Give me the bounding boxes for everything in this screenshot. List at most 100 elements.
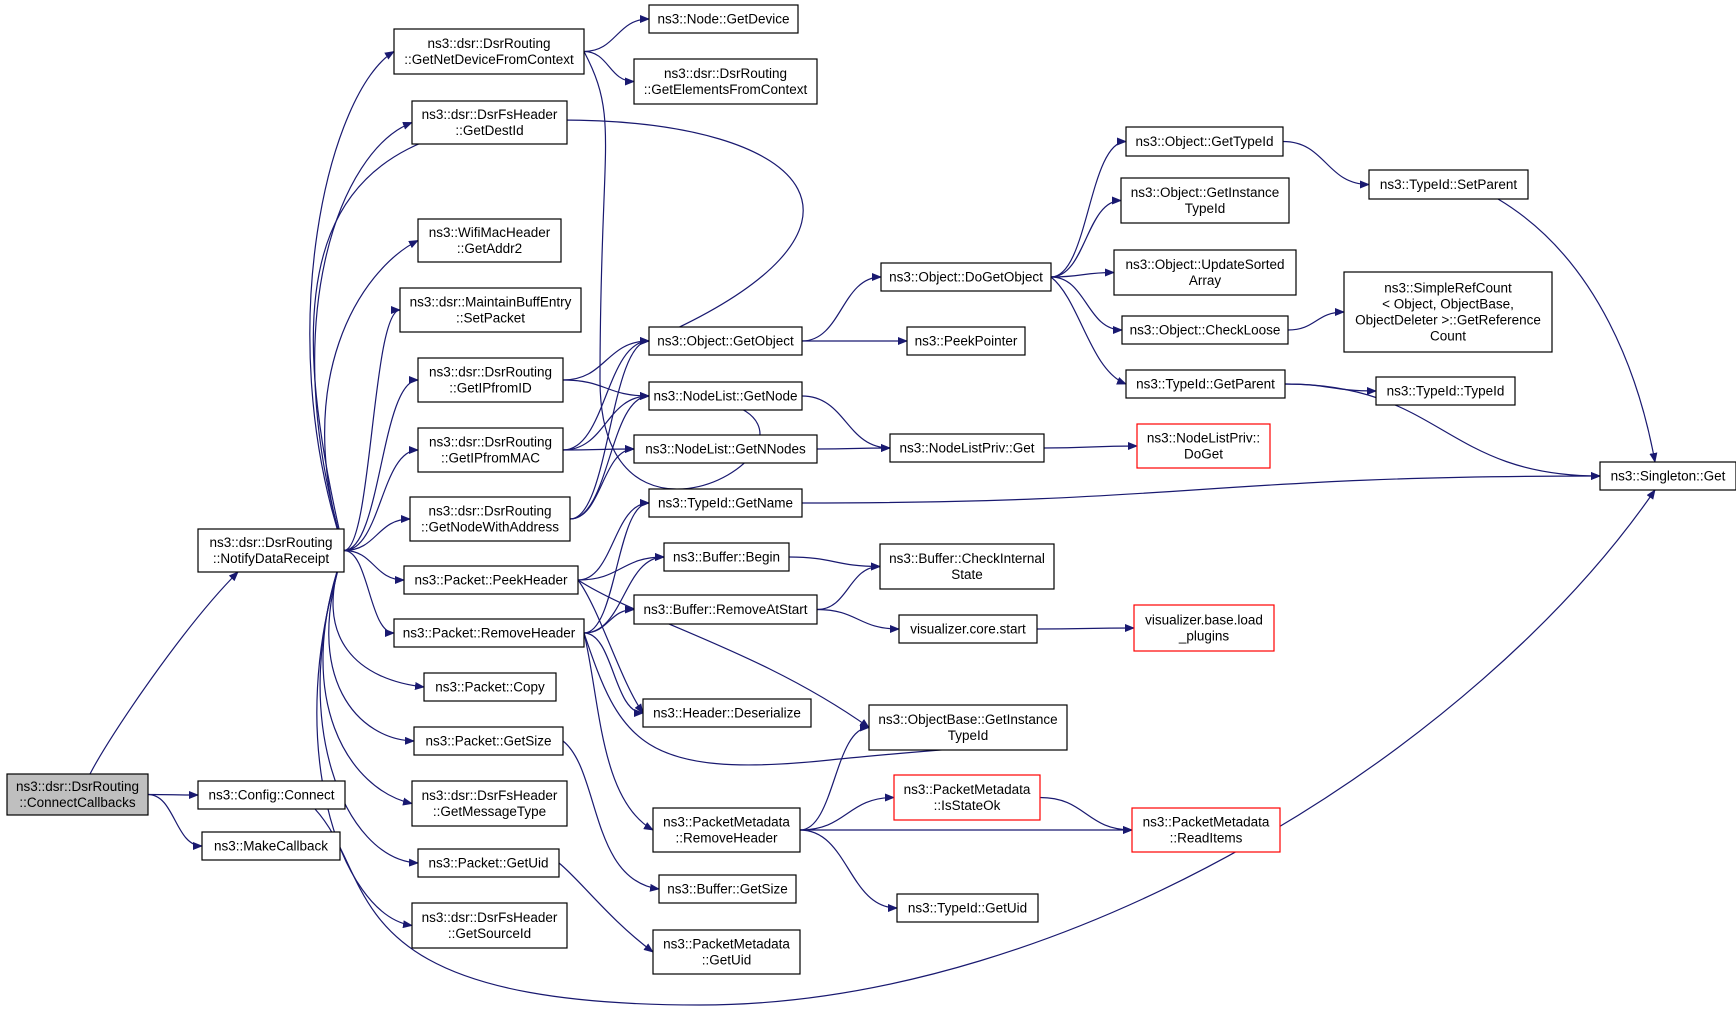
node-label: ns3::Buffer::GetSize — [667, 882, 788, 897]
node-packet-getsize[interactable]: ns3::Packet::GetSize — [413, 726, 564, 756]
node-fs-getmessagetype[interactable]: ns3::dsr::DsrFsHeader::GetMessageType — [411, 780, 568, 827]
node-label: ns3::TypeId::TypeId — [1387, 384, 1505, 399]
node-box — [1121, 315, 1289, 345]
node-label: ::ReadItems — [1170, 831, 1243, 846]
node-label: ns3::NodeList::GetNNodes — [645, 442, 806, 457]
node-typeid-getname[interactable]: ns3::TypeId::GetName — [648, 488, 803, 518]
node-label: ns3::Node::GetDevice — [657, 12, 789, 27]
edge-notifydatareceipt-to-getnetdevicefromcontext — [309, 50, 395, 551]
node-peekpointer[interactable]: ns3::PeekPointer — [906, 326, 1026, 356]
edge-getnetdevicefromcontext-to-getelementsfromcontext — [583, 50, 635, 86]
node-pm-getuid[interactable]: ns3::PacketMetadata::GetUid — [652, 929, 801, 975]
node-label: ns3::TypeId::SetParent — [1380, 177, 1518, 192]
node-typeid-getuid[interactable]: ns3::TypeId::GetUid — [896, 893, 1039, 923]
edge-connectcallbacks-to-config_connect — [147, 790, 199, 799]
edge-getipfromid-to-object_getobject — [562, 337, 650, 381]
node-maintain-setpacket[interactable]: ns3::dsr::MaintainBuffEntry::SetPacket — [399, 287, 582, 333]
node-object-dogetobject[interactable]: ns3::Object::DoGetObject — [880, 262, 1052, 292]
node-pm-readitems[interactable]: ns3::PacketMetadata::ReadItems — [1131, 807, 1281, 853]
node-makecallback[interactable]: ns3::MakeCallback — [201, 831, 341, 861]
node-singleton-get[interactable]: ns3::Singleton::Get — [1599, 461, 1736, 491]
edge-packet_getsize-to-buffer_getsize — [562, 740, 660, 892]
node-label: ns3::PeekPointer — [915, 334, 1018, 349]
node-buffer-removeatstart[interactable]: ns3::Buffer::RemoveAtStart — [633, 594, 818, 625]
node-nodelist-getnode[interactable]: ns3::NodeList::GetNode — [648, 381, 803, 411]
node-fs-getdestid[interactable]: ns3::dsr::DsrFsHeader::GetDestId — [411, 100, 568, 145]
node-label: < Object, ObjectBase, — [1382, 297, 1514, 312]
node-box — [889, 433, 1045, 463]
node-box — [906, 326, 1026, 356]
node-getnetdevicefromcontext[interactable]: ns3::dsr::DsrRouting::GetNetDeviceFromCo… — [393, 28, 585, 75]
node-buffer-getsize[interactable]: ns3::Buffer::GetSize — [658, 874, 797, 904]
node-simplerefcount-getreferencecount[interactable]: ns3::SimpleRefCount< Object, ObjectBase,… — [1343, 271, 1553, 353]
node-box — [1125, 369, 1286, 399]
node-label: Array — [1189, 273, 1222, 288]
node-box — [411, 902, 568, 949]
node-box — [648, 488, 803, 518]
node-visualizer-base-loadplugins[interactable]: visualizer.base.load_plugins — [1133, 604, 1275, 652]
edge-buffer_removeatstart-to-buffer_checkinternalstate — [816, 562, 881, 611]
node-label: ::GetNetDeviceFromContext — [404, 52, 574, 67]
node-visualizer-core-start[interactable]: visualizer.core.start — [898, 614, 1038, 644]
edge-notifydatareceipt-to-fs_getsourceid — [316, 550, 413, 929]
node-getelementsfromcontext[interactable]: ns3::dsr::DsrRouting::GetElementsFromCon… — [633, 58, 818, 105]
node-packet-peekheader[interactable]: ns3::Packet::PeekHeader — [403, 565, 579, 595]
node-buffer-begin[interactable]: ns3::Buffer::Begin — [663, 542, 790, 572]
node-packet-getuid[interactable]: ns3::Packet::GetUid — [417, 848, 560, 878]
node-label: ns3::Object::CheckLoose — [1130, 323, 1281, 338]
node-label: ns3::dsr::DsrRouting — [429, 365, 552, 380]
node-label: ::NotifyDataReceipt — [213, 551, 330, 566]
node-wifi-getaddr2[interactable]: ns3::WifiMacHeader::GetAddr2 — [417, 218, 562, 263]
node-object-gettypeid[interactable]: ns3::Object::GetTypeId — [1125, 126, 1284, 157]
node-getipfromid[interactable]: ns3::dsr::DsrRouting::GetIPfromID — [417, 357, 564, 403]
node-label: ns3::Header::Deserialize — [653, 706, 801, 721]
node-getnodewithaddress[interactable]: ns3::dsr::DsrRouting::GetNodeWithAddress — [409, 496, 571, 542]
node-label: ns3::MakeCallback — [214, 839, 328, 854]
node-typeid-typeid[interactable]: ns3::TypeId::TypeId — [1375, 376, 1516, 406]
node-pm-isstateok[interactable]: ns3::PacketMetadata::IsStateOk — [893, 774, 1041, 821]
node-box — [393, 28, 585, 75]
edge-object_dogetobject-to-object_updatesortedarray — [1050, 268, 1115, 278]
edge-packet_peekheader-to-buffer_begin — [577, 553, 665, 581]
edge-notifydatareceipt-to-packet_getsize — [328, 550, 415, 745]
node-label: ::GetAddr2 — [457, 241, 522, 256]
edge-notifydatareceipt-to-packet_getuid — [319, 550, 419, 867]
node-pm-removeheader[interactable]: ns3::PacketMetadata::RemoveHeader — [652, 807, 801, 853]
node-label: ::GetElementsFromContext — [644, 82, 808, 97]
node-packet-removeheader[interactable]: ns3::Packet::RemoveHeader — [393, 618, 585, 648]
node-config-connect[interactable]: ns3::Config::Connect — [197, 780, 346, 810]
node-label: ns3::Packet::GetSize — [425, 734, 551, 749]
node-fs-getsourceid[interactable]: ns3::dsr::DsrFsHeader::GetSourceId — [411, 902, 568, 949]
node-box — [1599, 461, 1736, 491]
node-nodelistpriv-doget[interactable]: ns3::NodeListPriv::DoGet — [1136, 423, 1271, 469]
node-box — [1375, 376, 1516, 406]
node-notifydatareceipt[interactable]: ns3::dsr::DsrRouting::NotifyDataReceipt — [197, 528, 345, 573]
edge-notifydatareceipt-to-getnodewithaddress — [343, 515, 411, 552]
node-box — [633, 594, 818, 625]
node-object-getobject[interactable]: ns3::Object::GetObject — [648, 326, 803, 356]
node-box — [898, 614, 1038, 644]
node-box — [642, 698, 812, 728]
node-typeid-setparent[interactable]: ns3::TypeId::SetParent — [1368, 169, 1529, 200]
edge-typeid_getparent-to-singleton_get — [1284, 383, 1601, 480]
node-nodelist-getnnodes[interactable]: ns3::NodeList::GetNNodes — [633, 434, 818, 464]
node-typeid-getparent[interactable]: ns3::TypeId::GetParent — [1125, 369, 1286, 399]
node-node-getdevice[interactable]: ns3::Node::GetDevice — [648, 4, 799, 34]
node-object-checkloose[interactable]: ns3::Object::CheckLoose — [1121, 315, 1289, 345]
node-nodelistpriv-get[interactable]: ns3::NodeListPriv::Get — [889, 433, 1045, 463]
node-label: ns3::TypeId::GetParent — [1136, 377, 1275, 392]
edge-getnetdevicefromcontext-to-node_getdevice — [583, 15, 650, 53]
node-connectcallbacks[interactable]: ns3::dsr::DsrRouting::ConnectCallbacks — [6, 773, 149, 816]
edge-pm_removeheader-to-objectbase_getinstancetypeid — [799, 723, 870, 831]
node-box — [652, 929, 801, 975]
node-getipfrommac[interactable]: ns3::dsr::DsrRouting::GetIPfromMAC — [417, 427, 564, 473]
node-packet-copy[interactable]: ns3::Packet::Copy — [423, 672, 557, 702]
node-label: ns3::dsr::DsrFsHeader — [422, 788, 558, 803]
node-box — [893, 774, 1041, 821]
node-label: ::GetIPfromMAC — [441, 451, 540, 466]
node-header-deserialize[interactable]: ns3::Header::Deserialize — [642, 698, 812, 728]
